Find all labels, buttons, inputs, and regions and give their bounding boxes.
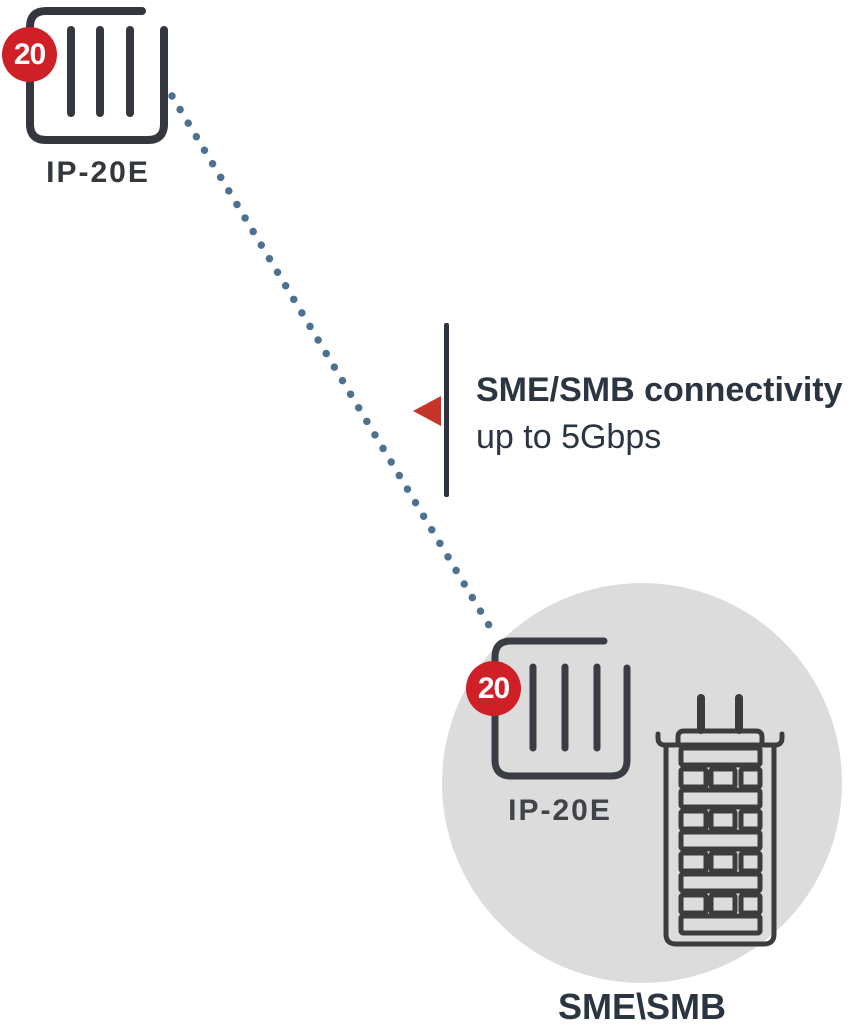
radio-unit-icon bbox=[491, 637, 631, 780]
capacity-badge-value: 20 bbox=[13, 37, 46, 71]
radio-unit-icon bbox=[26, 7, 168, 144]
capacity-badge-value: 20 bbox=[477, 671, 510, 705]
capacity-badge: 20 bbox=[2, 27, 57, 82]
callout-line-2: up to 5Gbps bbox=[476, 418, 662, 456]
callout-text: SME/SMB connectivity up to 5Gbps bbox=[476, 367, 843, 461]
callout-line-1: SME/SMB connectivity bbox=[476, 371, 843, 409]
device-label: IP-20E bbox=[46, 156, 150, 189]
office-building-icon bbox=[655, 694, 785, 947]
device-label: IP-20E bbox=[508, 794, 612, 827]
dotted-link-line bbox=[168, 92, 494, 631]
zone-label: SME\SMB bbox=[557, 986, 726, 1025]
callout-bar bbox=[444, 323, 449, 497]
capacity-badge: 20 bbox=[466, 661, 521, 716]
arrow-left-icon bbox=[413, 396, 441, 426]
